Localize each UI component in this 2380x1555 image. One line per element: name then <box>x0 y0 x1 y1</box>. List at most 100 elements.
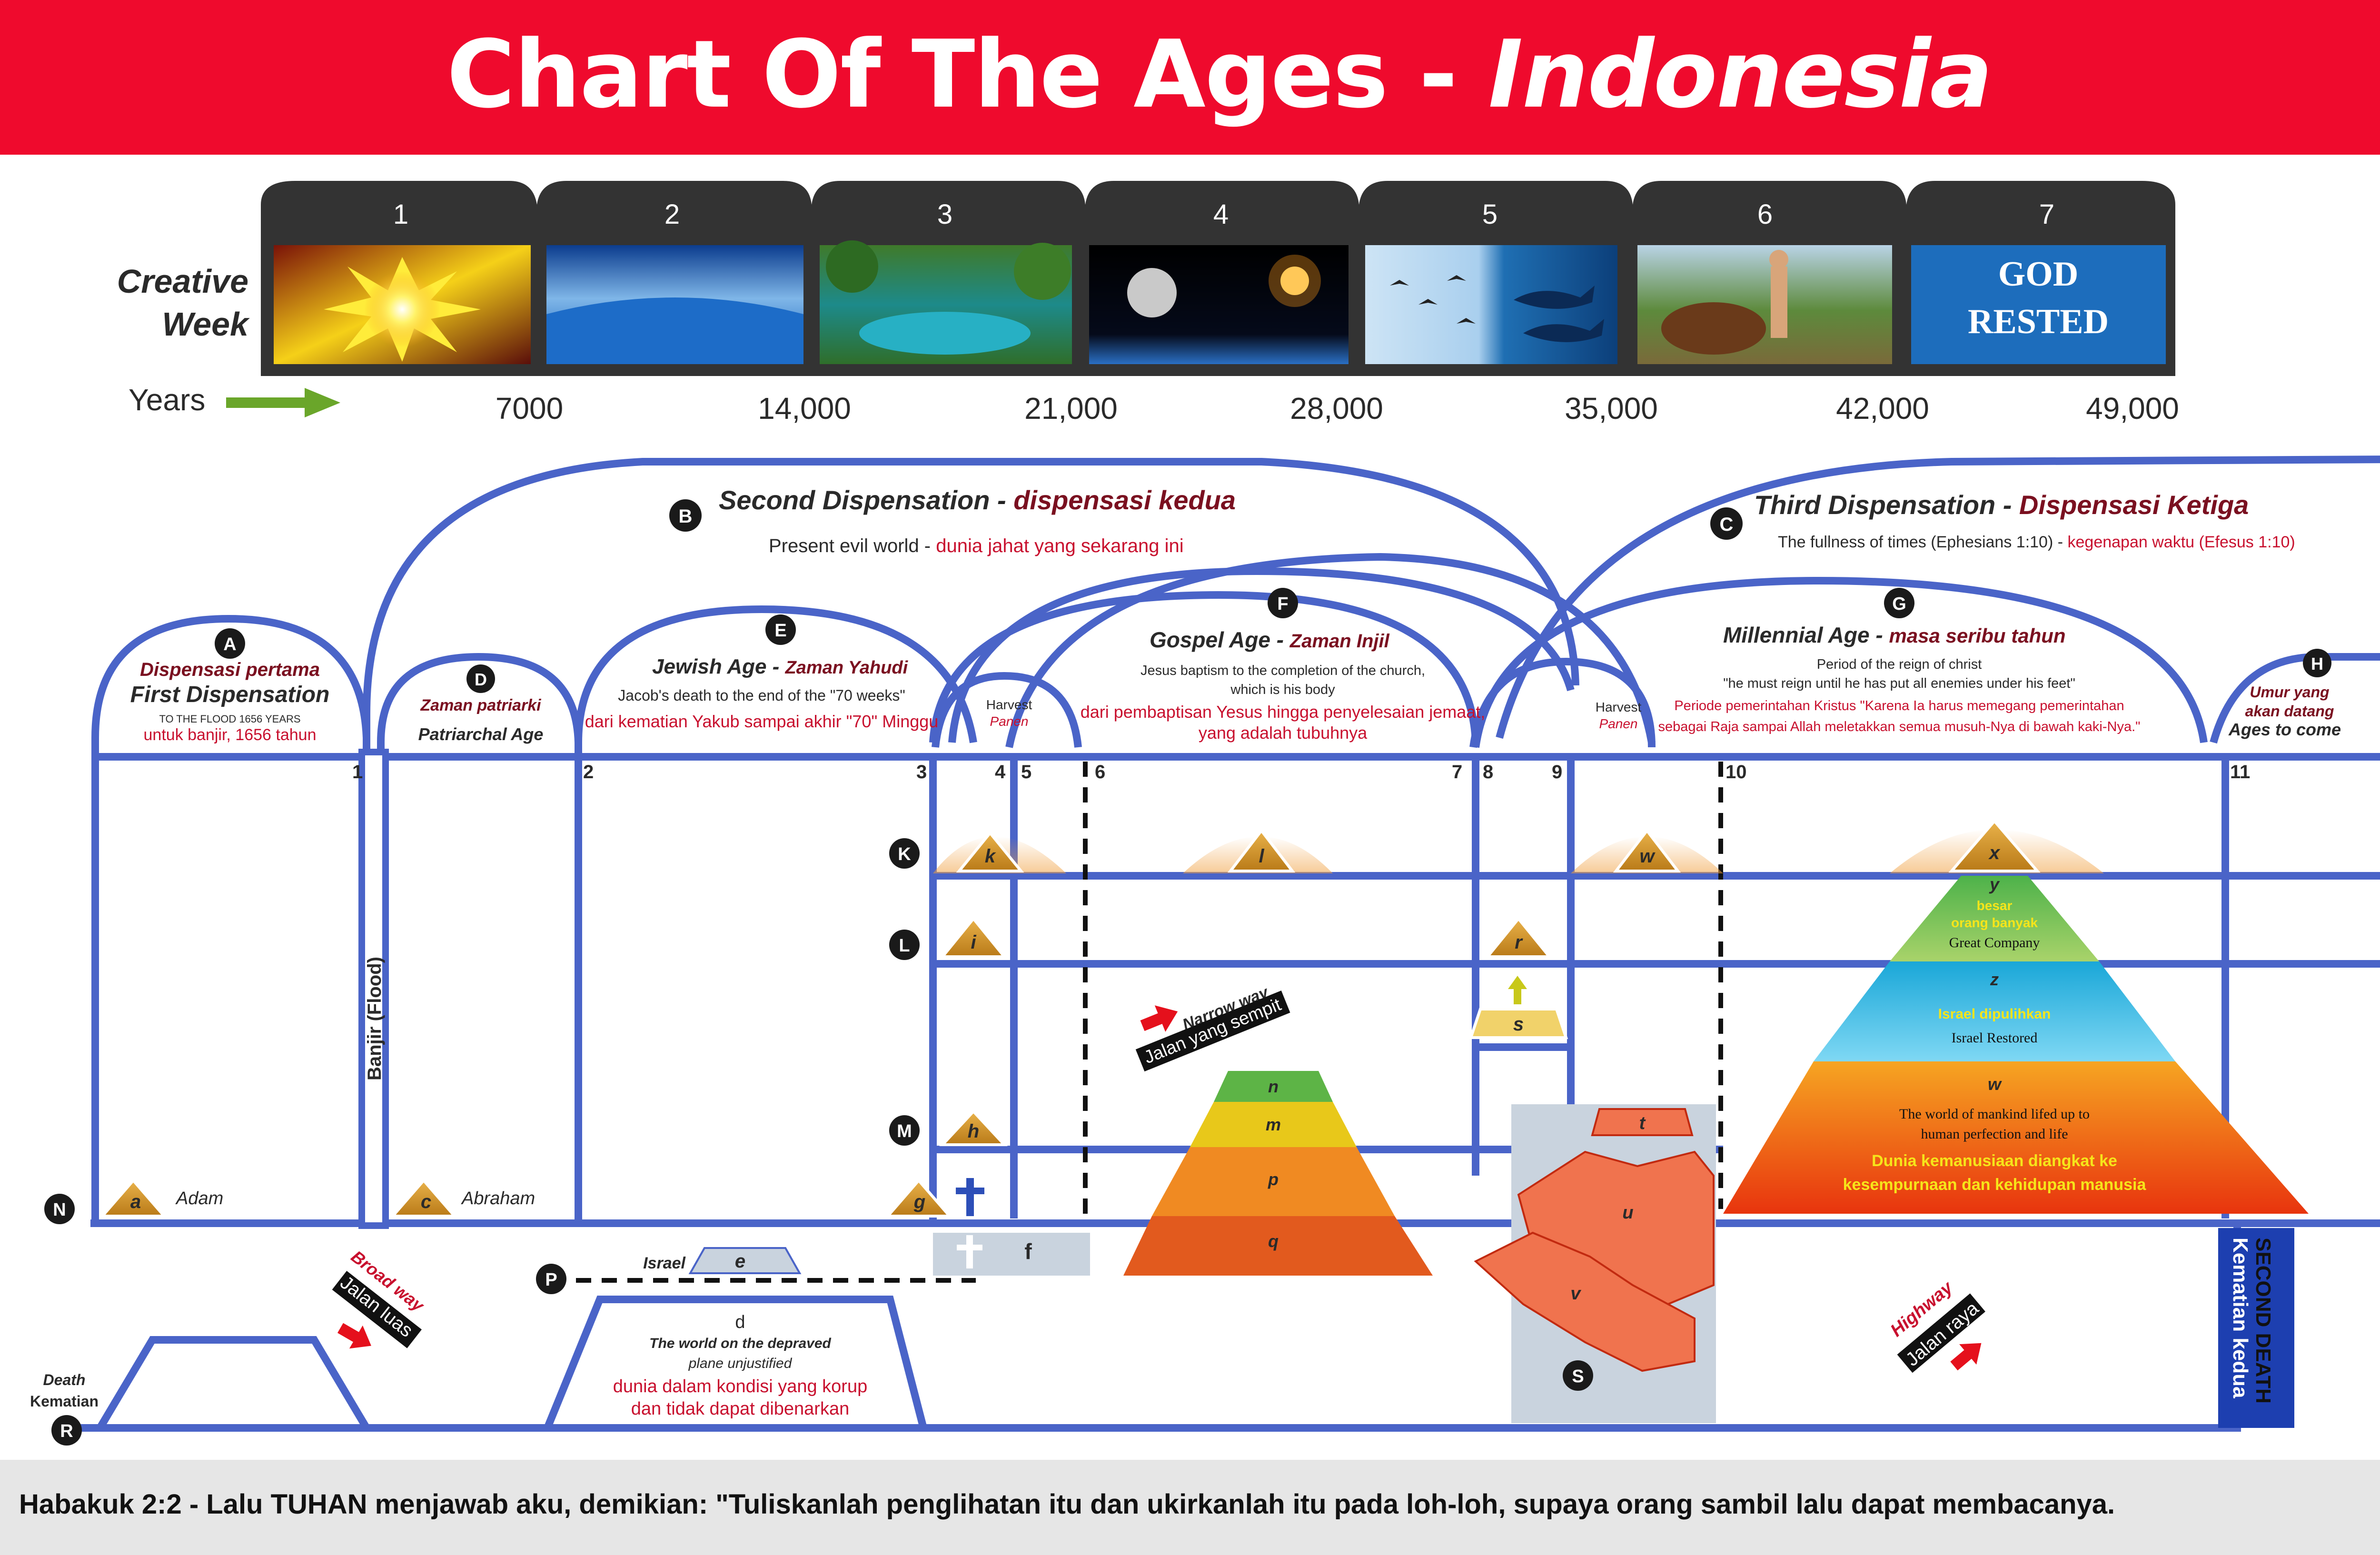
gospel-sub-1: Jesus baptism to the completion of the c… <box>1140 663 1425 678</box>
narrow-way: Narrow way Jalan yang sempit <box>1135 983 1290 1072</box>
period-1: 1 <box>352 762 363 782</box>
marker-i-triangle: i <box>939 916 1008 958</box>
svg-text:R: R <box>60 1421 73 1441</box>
highway: Highway Jalan raya <box>1887 1277 1985 1373</box>
label-q: q <box>1268 1231 1279 1251</box>
year-35000: 35,000 <box>1565 391 1658 426</box>
second-dispensation-title-id: dispensasi kedua <box>1013 485 1236 515</box>
millennial-sub-id-2: sebagai Raja sampai Allah meletakkan sem… <box>1658 719 2141 734</box>
footer: Habakuk 2:2 - Lalu TUHAN menjawab aku, d… <box>0 1460 2380 1555</box>
svg-text:Present evil world - dunia jah: Present evil world - dunia jahat yang se… <box>769 535 1184 556</box>
second-death-en: SECOND DEATH <box>2251 1238 2275 1404</box>
period-2: 2 <box>583 762 594 782</box>
svg-text:t: t <box>1639 1113 1646 1133</box>
footer-verse: Habakuk 2:2 - Lalu TUHAN menjawab aku, d… <box>19 1489 2115 1520</box>
label-m: m <box>1266 1115 1281 1134</box>
svg-text:Jewish Age - Zaman Yahudi: Jewish Age - Zaman Yahudi <box>652 655 909 678</box>
second-dispensation-sub-id: dunia jahat yang sekarang ini <box>936 535 1183 556</box>
third-dispensation-text: Third Dispensation - Dispensasi Ketiga T… <box>1754 490 2295 551</box>
title-banner: Chart Of The Ages - Indonesia <box>0 0 2380 155</box>
dashed-lines <box>576 762 1723 1283</box>
marker-h-triangle: h <box>939 1109 1008 1146</box>
svg-text:g: g <box>913 1191 925 1212</box>
svg-text:H: H <box>2311 654 2323 674</box>
day-number-6: 6 <box>1757 199 1773 230</box>
label-w-en-2: human perfection and life <box>1921 1126 2068 1142</box>
second-dispensation-sub: Present evil world <box>769 535 919 556</box>
svg-text:k: k <box>985 846 996 867</box>
block-t <box>1591 1108 1694 1136</box>
day-number-3: 3 <box>937 199 952 230</box>
layer-w <box>1723 1061 2309 1214</box>
svg-text:r: r <box>1515 932 1523 953</box>
first-dispensation-title-id: Dispensasi pertama <box>140 659 320 680</box>
svg-text:x: x <box>1988 842 2001 863</box>
day-image-6 <box>1637 245 1892 364</box>
gospel-pyramid: n m p q <box>1123 1071 1433 1276</box>
svg-text:l: l <box>1259 846 1264 867</box>
harvest-1-id: Panen <box>990 714 1029 729</box>
marker-s-box: s <box>1468 1008 1568 1039</box>
third-dispensation-sub-id: kegenapan waktu (Efesus 1:10) <box>2068 533 2295 551</box>
badge-r: R <box>51 1415 82 1446</box>
red-arrow-icon <box>1140 1005 1178 1032</box>
period-10: 10 <box>1726 762 1747 782</box>
harvest-labels: Harvest Panen Harvest Panen <box>986 697 1642 731</box>
harvest-2-en: Harvest <box>1596 700 1642 714</box>
world-d-letter: d <box>735 1312 745 1332</box>
connecting-arc <box>1005 553 1656 748</box>
label-w-id-1: Dunia kemanusiaan diangkat ke <box>1872 1152 2117 1170</box>
jewish-title: Jewish Age <box>652 655 766 678</box>
cross-icon <box>956 1178 984 1216</box>
label-adam: Adam <box>175 1189 223 1208</box>
badge-m: M <box>889 1115 920 1146</box>
third-dispensation-title-id: Dispensasi Ketiga <box>2019 490 2249 520</box>
first-dispensation-title: First Dispensation <box>130 682 330 707</box>
flood-label: Banjir (Flood) <box>364 957 385 1080</box>
badge-f: F <box>1268 588 1298 618</box>
to-come-title: Ages to come <box>2228 720 2341 739</box>
creative-week-label-2: Week <box>162 306 250 343</box>
first-dispensation-sub: TO THE FLOOD 1656 YEARS <box>159 713 300 725</box>
title-main: Chart Of The Ages - <box>446 20 1488 129</box>
svg-text:E: E <box>774 621 786 641</box>
day-number-4: 4 <box>1213 199 1229 230</box>
world-d-id-1: dunia dalam kondisi yang korup <box>613 1377 867 1397</box>
svg-text:w: w <box>1639 846 1656 867</box>
creative-week-label-1: Creative <box>117 263 248 300</box>
svg-text:v: v <box>1570 1284 1581 1304</box>
title-country: Indonesia <box>1488 20 1993 129</box>
badge-b: B <box>669 499 702 532</box>
years-arrow-icon <box>226 388 340 417</box>
marker-l-triangle: l <box>1227 828 1296 872</box>
label-w-id-2: kesempurnaan dan kehidupan manusia <box>1843 1176 2147 1194</box>
highway-id-bg <box>1897 1293 1985 1373</box>
badge-d: D <box>466 664 495 693</box>
marker-r-triangle: r <box>1484 916 1553 958</box>
badge-s: S <box>1563 1360 1593 1391</box>
marker-a-triangle: a <box>99 1178 168 1218</box>
badge-e: E <box>765 614 796 645</box>
period-3: 3 <box>916 762 927 782</box>
gospel-arc-outer <box>929 591 1479 743</box>
badge-a: A <box>215 628 245 659</box>
israel-e: e Israel <box>643 1247 802 1274</box>
creative-week: Creative Week 1 2 3 4 5 6 7 <box>117 181 2179 426</box>
layer-m <box>1190 1102 1357 1147</box>
day-image-5 <box>1365 245 1617 364</box>
patriarchal-title-id: Zaman patriarki <box>420 696 542 714</box>
year-14000: 14,000 <box>758 391 851 426</box>
millennial-title-id: masa seribu tahun <box>1889 624 2065 647</box>
marker-k-triangle: k <box>956 831 1024 872</box>
badge-l: L <box>889 930 920 960</box>
label-w: w <box>1988 1074 2002 1094</box>
second-death-id: Kematian kedua <box>2229 1238 2252 1398</box>
layer-z <box>1814 961 2175 1061</box>
cross-icon-2 <box>957 1235 982 1268</box>
svg-text:F: F <box>1277 594 1288 614</box>
years-label: Years <box>129 383 205 417</box>
world-d-id-2: dan tidak dapat dibenarkan <box>631 1399 849 1419</box>
patriarchal-age-text: Zaman patriarki Patriarchal Age <box>418 696 544 744</box>
svg-text:S: S <box>1572 1367 1584 1387</box>
millennial-pyramid: y besar orang banyak Great Company z Isr… <box>1723 874 2309 1214</box>
